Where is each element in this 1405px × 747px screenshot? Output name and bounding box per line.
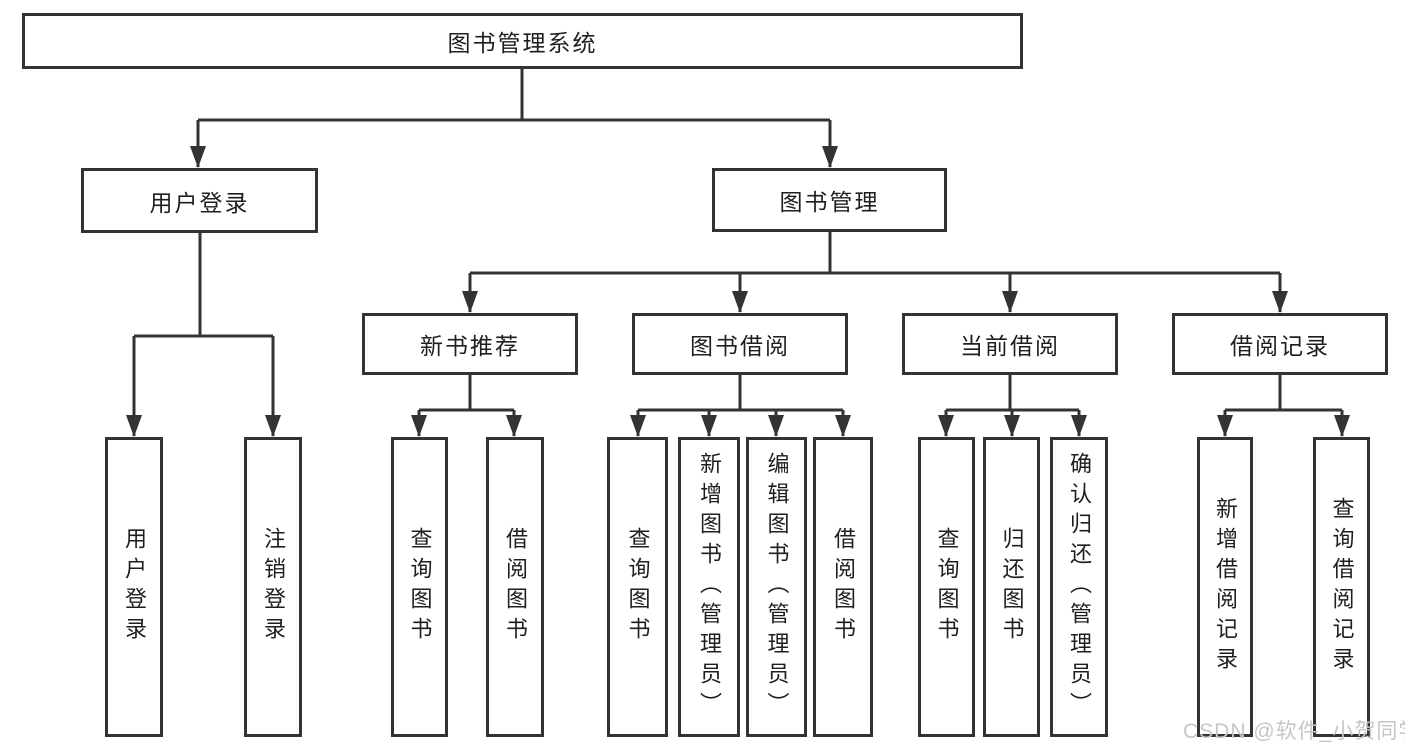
node-leaf-user-login-label: 用户登录 [122,527,147,647]
node-leaf-logout: 注销登录 [244,437,302,737]
node-leaf-return-books: 归还图书 [983,437,1040,737]
node-book-borrowing-label: 图书借阅 [690,333,790,359]
node-borrowing-records: 借阅记录 [1172,313,1388,375]
book-management-branch-connector [462,232,1288,313]
csdn-watermark: CSDN @软件_小贺同学 [1183,720,1405,743]
node-leaf-edit-books-admin-label: 编辑图书（管理员） [764,452,790,722]
node-leaf-query-books-2-label: 查询图书 [625,527,651,647]
node-leaf-borrow-books-2-label: 借阅图书 [831,527,856,647]
node-book-borrowing: 图书借阅 [632,313,848,375]
node-leaf-confirm-return-admin: 确认归还（管理员） [1050,437,1108,737]
node-user-login: 用户登录 [81,168,318,233]
node-leaf-borrow-books-2: 借阅图书 [813,437,873,737]
user-login-branch-connector [126,233,281,437]
node-leaf-query-books-2: 查询图书 [607,437,668,737]
node-root-label: 图书管理系统 [447,30,598,56]
node-leaf-user-login: 用户登录 [105,437,163,737]
node-current-borrowing-label: 当前借阅 [960,333,1060,359]
node-root: 图书管理系统 [22,13,1023,69]
new-book-recommend-connector [411,375,522,437]
node-leaf-query-books-1: 查询图书 [391,437,448,737]
node-leaf-borrow-books-1: 借阅图书 [486,437,544,737]
book-borrowing-connector [630,375,851,437]
node-leaf-query-books-3-label: 查询图书 [934,527,960,647]
node-leaf-edit-books-admin: 编辑图书（管理员） [746,437,807,737]
node-leaf-query-borrow-record-label: 查询借阅记录 [1329,497,1355,677]
node-leaf-logout-label: 注销登录 [261,527,286,647]
node-book-management-label: 图书管理 [779,189,880,215]
node-leaf-add-books-admin-label: 新增图书（管理员） [697,452,722,722]
node-leaf-borrow-books-1-label: 借阅图书 [503,527,528,647]
node-leaf-return-books-label: 归还图书 [999,527,1025,647]
node-current-borrowing: 当前借阅 [902,313,1118,375]
node-leaf-query-borrow-record: 查询借阅记录 [1313,437,1370,737]
node-leaf-query-books-1-label: 查询图书 [407,527,433,647]
node-leaf-add-borrow-record-label: 新增借阅记录 [1213,497,1238,677]
node-new-book-recommend: 新书推荐 [362,313,578,375]
borrowing-records-connector [1217,375,1350,437]
node-leaf-add-books-admin: 新增图书（管理员） [678,437,740,737]
node-book-management: 图书管理 [712,168,947,232]
node-leaf-query-books-3: 查询图书 [918,437,975,737]
node-leaf-add-borrow-record: 新增借阅记录 [1197,437,1253,737]
root-branch-connector [190,68,838,168]
node-borrowing-records-label: 借阅记录 [1230,333,1330,359]
node-leaf-confirm-return-admin-label: 确认归还（管理员） [1067,452,1092,722]
node-user-login-label: 用户登录 [149,189,250,216]
node-new-book-recommend-label: 新书推荐 [420,333,520,359]
current-borrowing-connector [938,375,1087,437]
